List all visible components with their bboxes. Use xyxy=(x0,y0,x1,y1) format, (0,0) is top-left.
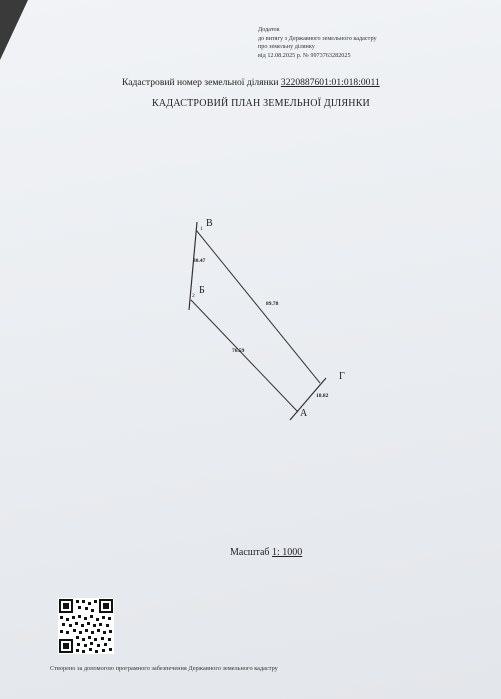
cadastral-number: 3220887601:01:018:0011 xyxy=(280,77,380,88)
length-b-a: 76.59 xyxy=(232,348,245,354)
appendix-note: Додаток до витягу з Державного земельног… xyxy=(258,26,458,60)
appendix-line: від 12.08.2025 р. № 9973763282025 xyxy=(258,51,351,59)
plan-title: КАДАСТРОВИЙ ПЛАН ЗЕМЕЛЬНОЇ ДІЛЯНКИ xyxy=(152,98,370,109)
vertex-number-1: 1 xyxy=(200,226,203,232)
appendix-line: Додаток xyxy=(258,26,280,33)
boundary-v-b xyxy=(188,221,198,311)
scale-line: Масштаб 1: 1000 xyxy=(230,547,350,558)
qr-code xyxy=(58,598,114,654)
length-v-b: 30.47 xyxy=(193,258,206,264)
footer-note: Створено за допомогою програмного забезп… xyxy=(50,665,278,672)
appendix-line: про земельну ділянку xyxy=(258,43,315,51)
appendix-line: до витягу з Державного земельного кадаст… xyxy=(258,34,377,42)
qr-code-image xyxy=(58,598,114,654)
point-label-g: Г xyxy=(339,371,345,382)
point-label-b: Б xyxy=(199,285,205,296)
cadastral-label: Кадастровий номер земельної ділянки xyxy=(122,77,279,88)
boundary-b-a xyxy=(190,299,299,413)
cadastral-number-line: Кадастровий номер земельної ділянки 3220… xyxy=(122,77,462,88)
vertex-number-2: 2 xyxy=(192,293,195,299)
boundary-a-g xyxy=(289,377,327,421)
scale-label: Масштаб xyxy=(230,547,270,558)
point-label-v: В xyxy=(206,218,213,229)
length-a-g: 18.82 xyxy=(316,393,329,399)
point-label-a: А xyxy=(300,408,308,419)
scale-value: 1: 1000 xyxy=(272,547,303,558)
length-v-g: 89.78 xyxy=(266,301,279,307)
boundary-v-g xyxy=(195,229,321,384)
